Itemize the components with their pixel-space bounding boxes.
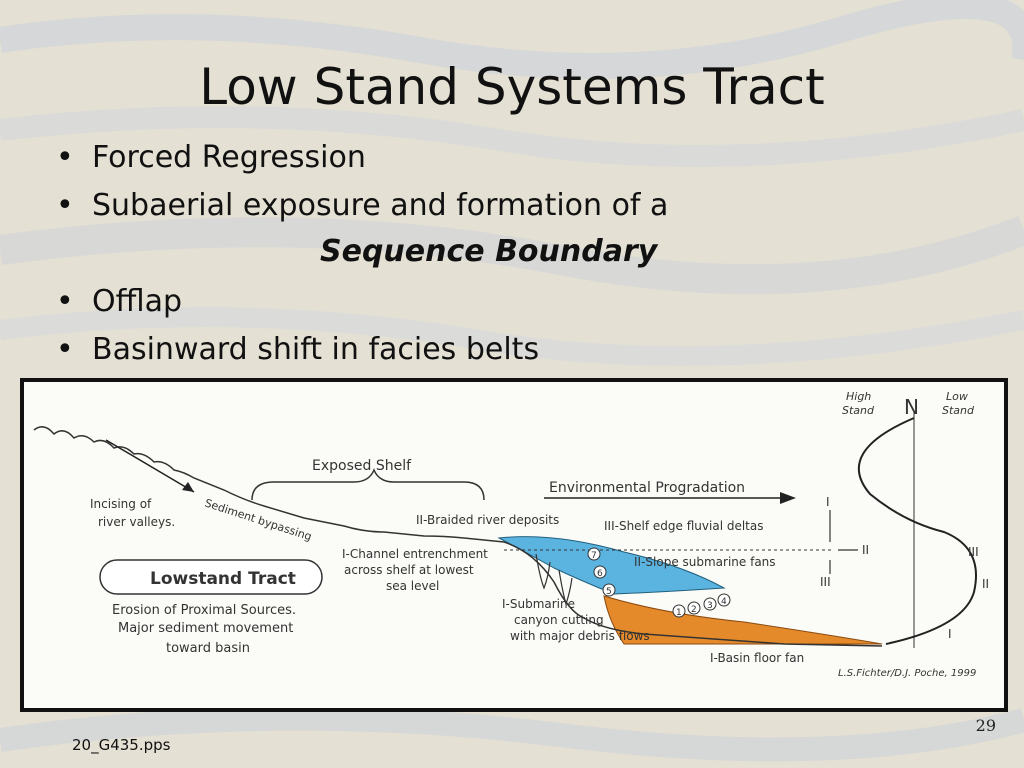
- label-channel: sea level: [386, 579, 439, 593]
- sequence-boundary-emphasis: Sequence Boundary: [320, 234, 658, 269]
- bypass-arrowhead: [182, 482, 194, 492]
- label-incising: river valleys.: [98, 515, 175, 529]
- label-erosion: Major sediment movement: [118, 621, 293, 636]
- bullet-item: Forced Regression: [52, 138, 952, 186]
- bypass-arrow: [105, 439, 195, 493]
- label-exposed-shelf: Exposed Shelf: [312, 458, 412, 474]
- marker-3: 3: [707, 601, 713, 611]
- slide-title: Low Stand Systems Tract: [199, 58, 825, 116]
- file-name: 20_G435.pps: [72, 736, 171, 754]
- page-number: 29: [975, 716, 996, 735]
- label-low-stand: Stand: [942, 404, 975, 417]
- label-env-progradation: Environmental Progradation: [549, 480, 745, 496]
- label-braided: II-Braided river deposits: [416, 513, 559, 527]
- progradation-arrowhead: [780, 492, 796, 504]
- label-high-stand: Stand: [842, 404, 875, 417]
- exposed-shelf-brace: [251, 468, 485, 501]
- label-credit: L.S.Fichter/D.J. Poche, 1999: [838, 668, 976, 679]
- lowstand-diagram: 1 2 3 4 5 6 7 Exposed Shelf Environmenta…: [33, 390, 989, 679]
- label-roman: II: [862, 543, 869, 557]
- label-lowstand-tract: Lowstand Tract: [150, 569, 296, 589]
- marker-7: 7: [591, 551, 597, 561]
- slope-profile: [503, 541, 883, 647]
- label-shelf-edge: III-Shelf edge fluvial deltas: [604, 519, 764, 533]
- diagram-frame: 1 2 3 4 5 6 7 Exposed Shelf Environmenta…: [20, 378, 1008, 712]
- bullet-item: Offlap: [52, 282, 952, 330]
- bullet-item: Basinward shift in facies belts: [52, 330, 952, 378]
- label-channel: across shelf at lowest: [344, 563, 474, 577]
- label-roman: II: [982, 577, 989, 591]
- marker-4: 4: [721, 597, 727, 607]
- label-canyon: canyon cutting: [514, 613, 604, 627]
- label-n-axis: N: [904, 395, 919, 419]
- label-channel: I-Channel entrenchment: [342, 547, 488, 561]
- marker-5: 5: [606, 587, 612, 597]
- canyon-cut: [535, 553, 551, 590]
- label-canyon: with major debris flows: [510, 629, 650, 643]
- slope-fan: [497, 536, 726, 595]
- label-erosion: toward basin: [166, 641, 250, 656]
- land-surface: [33, 426, 505, 543]
- marker-2: 2: [691, 605, 697, 615]
- label-roman: III: [968, 545, 979, 559]
- lowstand-tract-box: [99, 559, 323, 595]
- canyon-cut: [558, 569, 573, 606]
- bullet-list: Forced Regression Subaerial exposure and…: [52, 138, 952, 378]
- label-basin-fan: I-Basin floor fan: [710, 651, 804, 665]
- label-roman: I: [826, 495, 830, 509]
- label-high-stand: High: [846, 390, 871, 403]
- bullet-item: Subaerial exposure and formation of a: [52, 186, 952, 234]
- marker-6: 6: [597, 569, 603, 579]
- sequence-markers: 1 2 3 4 5 6 7: [587, 547, 731, 618]
- label-roman: III: [820, 575, 831, 589]
- label-canyon: I-Submarine: [502, 597, 575, 611]
- marker-1: 1: [676, 608, 682, 618]
- label-incising: Incising of: [90, 497, 152, 511]
- label-erosion: Erosion of Proximal Sources.: [112, 603, 296, 618]
- label-slope-fans: II-Slope submarine fans: [634, 555, 776, 569]
- sea-level-curve: [857, 417, 977, 645]
- label-roman: I: [948, 627, 952, 641]
- label-low-stand: Low: [946, 390, 968, 403]
